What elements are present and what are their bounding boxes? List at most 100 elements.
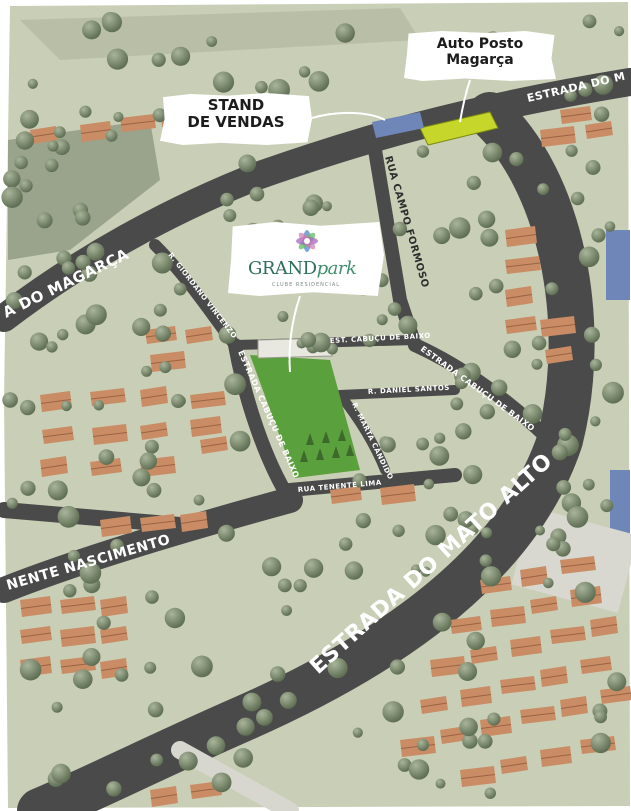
tree	[594, 710, 607, 724]
tree	[106, 781, 122, 797]
tree	[397, 758, 412, 772]
tree	[302, 199, 320, 216]
tree	[44, 158, 59, 173]
tree	[81, 265, 98, 282]
tree	[566, 506, 589, 528]
tree	[454, 376, 468, 390]
house	[550, 626, 586, 644]
tree	[150, 753, 164, 767]
tree	[15, 131, 35, 150]
stand-building	[372, 112, 424, 138]
tree	[416, 437, 429, 451]
tree	[558, 427, 572, 441]
building-block	[606, 230, 630, 300]
house	[560, 556, 596, 574]
house	[580, 656, 612, 674]
tree	[590, 416, 601, 427]
tree	[458, 662, 478, 681]
house	[530, 596, 558, 614]
house	[520, 566, 548, 587]
tree	[106, 48, 129, 70]
tree	[614, 26, 625, 37]
tree	[355, 513, 371, 529]
tree	[46, 341, 58, 353]
tree	[546, 537, 561, 552]
tree	[509, 152, 524, 167]
grand-park-lot	[250, 355, 360, 478]
road-estrada-cabucu-baixo-left	[228, 338, 297, 507]
tree	[432, 612, 452, 632]
tree	[220, 192, 234, 207]
house	[140, 386, 168, 407]
tree	[589, 358, 603, 371]
tree	[362, 333, 377, 348]
auto-posto-callout: Auto Posto Magarça	[404, 31, 556, 81]
tree	[145, 590, 159, 604]
tree	[96, 615, 111, 630]
tree	[435, 778, 446, 789]
tree	[51, 763, 71, 784]
tree	[600, 499, 614, 513]
tree	[535, 525, 545, 536]
tree	[308, 71, 330, 92]
tree	[151, 252, 173, 274]
tree	[455, 423, 472, 440]
tree	[146, 482, 162, 498]
house	[30, 126, 58, 144]
tree	[218, 326, 237, 344]
pine-tree	[306, 433, 314, 445]
house	[505, 226, 537, 247]
building-block	[610, 470, 630, 540]
tree	[154, 325, 171, 342]
house	[20, 626, 52, 644]
tree	[583, 326, 600, 343]
tree	[61, 261, 76, 275]
road-tenente-nascimento	[0, 487, 303, 603]
house	[80, 121, 112, 142]
tree	[212, 71, 235, 93]
tree	[352, 727, 363, 738]
house	[40, 456, 68, 477]
tree	[223, 209, 237, 222]
tree	[1, 186, 23, 208]
tree	[565, 144, 578, 157]
tree	[604, 221, 616, 232]
tree	[556, 480, 572, 495]
tree	[481, 527, 493, 539]
logo-wordmark: GRANDpark	[248, 258, 357, 279]
tree	[277, 578, 292, 593]
tree	[54, 139, 70, 156]
house	[585, 121, 613, 139]
tree	[249, 186, 265, 202]
tree	[114, 668, 129, 682]
tree	[339, 537, 353, 551]
tree	[408, 759, 430, 780]
tree	[466, 631, 485, 651]
tree	[420, 566, 431, 577]
house	[420, 696, 448, 714]
tree	[281, 605, 292, 616]
house	[590, 616, 618, 637]
tree	[113, 111, 124, 123]
tree	[144, 661, 157, 674]
tree	[105, 129, 118, 142]
tree	[335, 23, 355, 43]
tree	[75, 254, 91, 270]
tree	[63, 584, 77, 598]
tree	[462, 733, 478, 749]
tree	[389, 659, 405, 675]
house	[100, 626, 128, 644]
tree	[255, 80, 268, 94]
tree	[98, 449, 115, 465]
tree	[411, 564, 422, 575]
tree	[327, 657, 348, 679]
tree	[277, 311, 289, 322]
pine-tree	[332, 446, 340, 458]
roads	[0, 68, 631, 811]
house	[20, 596, 52, 617]
tree	[469, 286, 483, 301]
tree	[2, 392, 18, 408]
tree	[537, 183, 549, 196]
tree	[303, 558, 324, 578]
tree	[487, 712, 501, 726]
